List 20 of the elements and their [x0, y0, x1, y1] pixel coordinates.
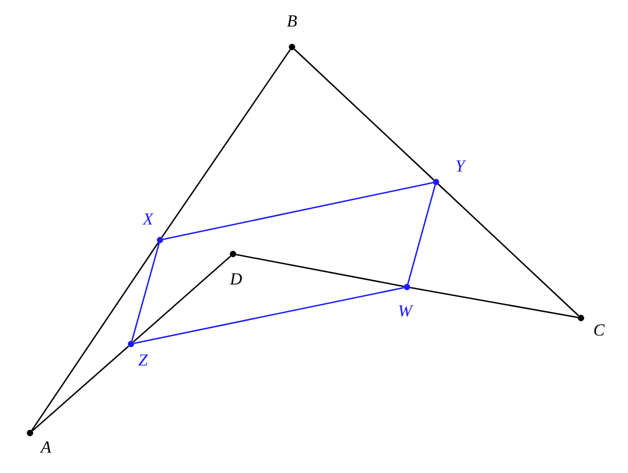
point-label: Z — [138, 354, 148, 366]
line-segment — [161, 49, 291, 238]
line-segment — [31, 242, 159, 431]
point-label: W — [399, 305, 414, 317]
point-label: B — [287, 15, 297, 27]
point-label: C — [594, 324, 605, 336]
point-label: Y — [456, 160, 466, 172]
line-segment — [438, 184, 580, 316]
line-segment — [236, 254, 404, 288]
point-label: A — [40, 441, 52, 453]
line-segment — [32, 346, 130, 432]
line-segment — [132, 256, 232, 342]
line-segment — [163, 182, 434, 240]
line-segment — [407, 184, 436, 284]
line-segment — [134, 286, 404, 344]
line-segment — [410, 286, 578, 318]
point-label: D — [230, 273, 242, 285]
point-label: X — [142, 213, 154, 225]
line-segment — [131, 242, 160, 342]
line-segment — [294, 48, 434, 180]
